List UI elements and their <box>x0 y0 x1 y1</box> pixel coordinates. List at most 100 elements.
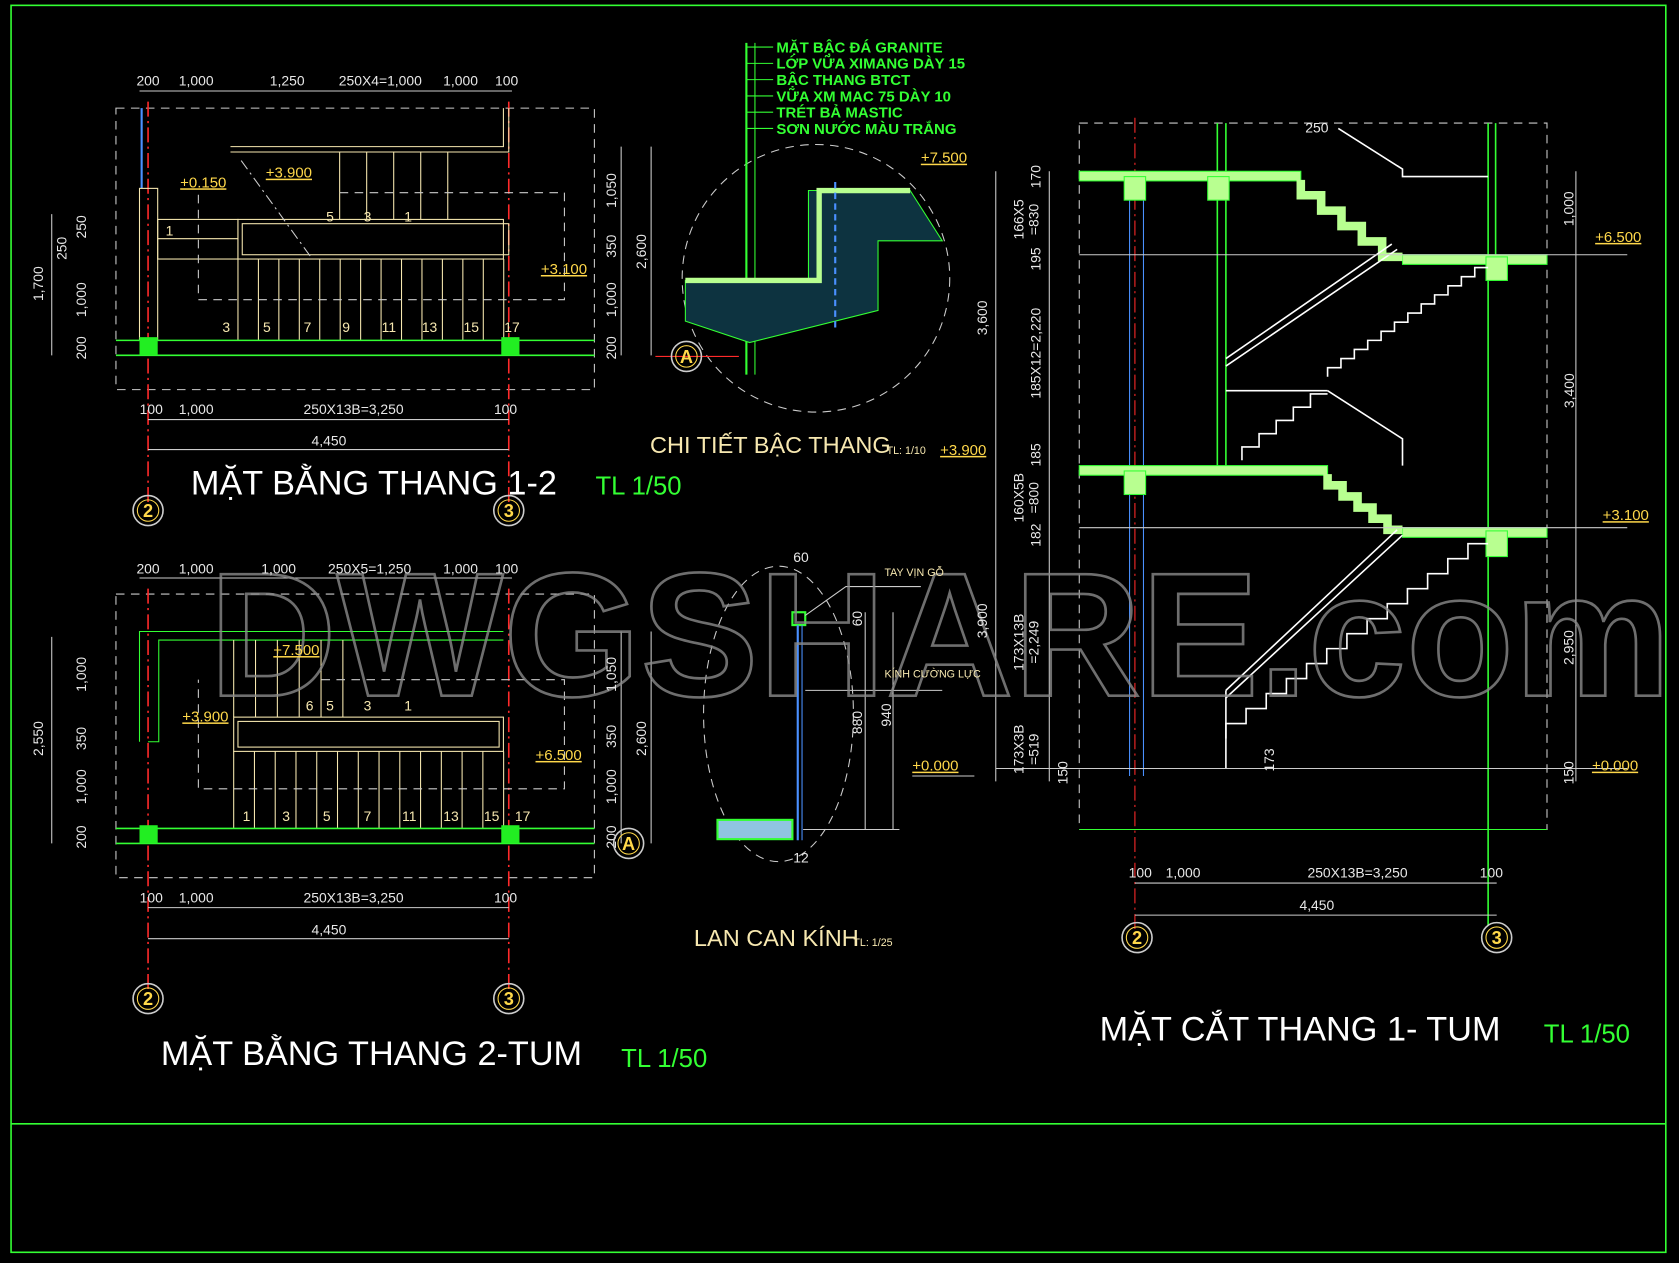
dimension-text: 2,550 <box>30 721 46 756</box>
dimension-text: 100 <box>140 889 163 905</box>
section-title: MẶT CẮT THANG 1- TUM <box>1100 1008 1501 1048</box>
elevation-mark: +7.500 <box>921 150 967 167</box>
axis-label: 3 <box>504 989 514 1009</box>
dimension-text: 1,000 <box>73 769 89 804</box>
dimension-text: 1,000 <box>443 561 478 577</box>
scale-label: TL: 1/25 <box>853 937 892 949</box>
elevation-mark: +0.150 <box>180 174 226 191</box>
dimension-text: 1,250 <box>270 73 305 89</box>
dimension-text: 1,050 <box>603 173 619 208</box>
axis-bubble: 3 <box>492 494 525 527</box>
elevation-mark: +0.000 <box>912 758 958 775</box>
step-number: 3 <box>364 698 372 714</box>
dimension-text: 200 <box>603 825 619 848</box>
axis-circle <box>612 827 645 860</box>
dimension-text: 940 <box>878 703 894 726</box>
step-number: 6 <box>306 698 314 714</box>
step-number: 17 <box>515 808 531 824</box>
dimension-text: 2,600 <box>633 721 649 756</box>
axis-label: 2 <box>143 501 153 521</box>
dimension-text: 350 <box>73 727 89 750</box>
step-number: 11 <box>382 319 397 335</box>
axis-label: 3 <box>1492 928 1502 948</box>
step-number: 3 <box>282 808 290 824</box>
axis-label: 2 <box>143 989 153 1009</box>
plan-title: MẶT BẰNG THANG 2-TUM <box>161 1033 582 1073</box>
dimension-text: 200 <box>73 336 89 359</box>
axis-circle <box>132 982 164 1015</box>
material-layer-label: MẶT BẬC ĐÁ GRANITE <box>776 38 942 56</box>
dimension-text: 185 <box>1028 443 1044 466</box>
scale-label: TL 1/50 <box>621 1045 707 1073</box>
dimension-text: 4,450 <box>1299 897 1334 913</box>
dimension-text: 350 <box>603 234 619 257</box>
axis-inner-circle <box>617 832 640 855</box>
dimension-text: 195 <box>1028 247 1044 270</box>
step-number: 1 <box>243 808 251 824</box>
dimension-text: 250X4=1,000 <box>339 73 422 89</box>
dimension-text: 100 <box>494 889 517 905</box>
axis-inner-circle <box>1485 926 1508 949</box>
dimension-text: 100 <box>494 401 517 417</box>
material-layer-label: LỚP VỮA XIMANG DÀY 15 <box>776 55 965 73</box>
dimension-text: 160X5B <box>1011 473 1027 522</box>
dimension-text: 100 <box>495 561 518 577</box>
dimension-text: 1,000 <box>179 561 214 577</box>
axis-bubble: A <box>670 340 703 373</box>
elevation-mark: +3.900 <box>182 708 228 725</box>
scale-label: TL 1/50 <box>595 472 681 500</box>
dimension-text: 1,000 <box>179 401 214 417</box>
dimension-text: 200 <box>603 336 619 359</box>
stair-flight-2b <box>1326 266 1489 377</box>
plan-title: MẶT BẰNG THANG 1-2 <box>191 462 557 502</box>
axis-label: A <box>680 347 693 367</box>
axis-bubble: 3 <box>1480 921 1513 954</box>
step-number: 5 <box>263 319 271 335</box>
dimension-text: 250X13B=3,250 <box>303 401 403 417</box>
dimension-text: 250X5=1,250 <box>328 561 411 577</box>
axis-inner-circle <box>497 987 521 1010</box>
step-number: 5 <box>326 209 334 225</box>
dimension-text: 1,000 <box>179 889 214 905</box>
dimension-text: 182 <box>1028 523 1044 546</box>
step-number: 5 <box>323 808 331 824</box>
step-number: 17 <box>504 319 520 335</box>
dimension-text: 100 <box>495 73 518 89</box>
dimension-text: 60 <box>849 611 865 627</box>
dimension-text: 1,000 <box>1166 865 1201 881</box>
section-geometry <box>995 117 1628 942</box>
step-number: 3 <box>222 319 230 335</box>
axis-label: 2 <box>1132 928 1142 948</box>
axis-inner-circle <box>675 345 698 368</box>
dimension-text: 250X13B=3,250 <box>303 889 403 905</box>
dimension-text: 1,700 <box>30 266 46 301</box>
dimension-text: 1,000 <box>1561 191 1577 226</box>
stair-flight-2-slab <box>1323 474 1403 535</box>
elevation-mark: +6.500 <box>1595 229 1641 246</box>
axis-circle <box>1480 921 1513 954</box>
axis-label: 3 <box>504 501 514 521</box>
step-number: 15 <box>464 319 480 335</box>
dimension-text: 12 <box>793 850 809 866</box>
dimension-text: 880 <box>849 711 865 734</box>
stair-detail-geometry <box>655 42 951 413</box>
step-number: 1 <box>166 222 174 238</box>
glass-label: KÍNH CƯỜNG LỰC <box>884 668 981 681</box>
step-number: 11 <box>402 808 417 824</box>
dimension-text: =2,249 <box>1026 620 1042 663</box>
dimension-text: 2,950 <box>1561 630 1577 665</box>
axis-circle <box>670 340 703 373</box>
material-layer-label: BẬC THANG BTCT <box>776 71 910 89</box>
material-layer-label: VỮA XM MAC 75 DÀY 10 <box>776 87 951 105</box>
detail-title: CHI TIẾT BẬC THANG <box>650 431 891 458</box>
drawing-frame <box>10 4 1667 1254</box>
scale-label: TL: 1/10 <box>887 445 926 457</box>
step-number: 7 <box>304 319 312 335</box>
step-number: 5 <box>326 698 334 714</box>
dimension-text: 250X13B=3,250 <box>1307 865 1407 881</box>
axis-bubble: 2 <box>132 494 164 527</box>
dimension-text: 1,000 <box>603 282 619 317</box>
axis-circle <box>492 982 525 1015</box>
step-number: 15 <box>484 808 500 824</box>
